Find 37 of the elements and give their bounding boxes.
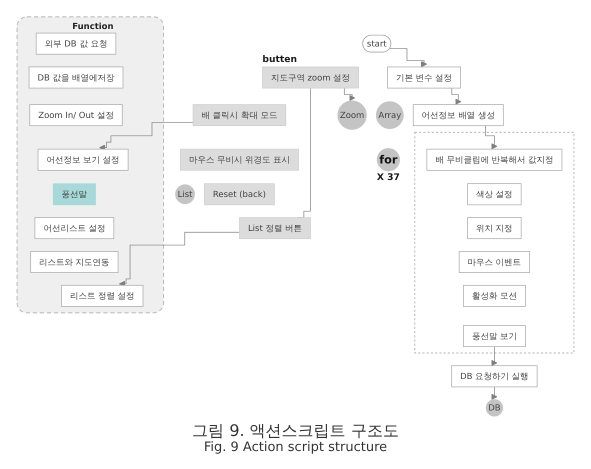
node-box: 어선정보 보기 설정 [38,148,128,171]
node-box: 풍선말 [52,183,96,206]
node-box: 배 클릭시 확대 모드 [192,104,286,126]
node-box: 풍선말 보기 [463,325,526,348]
group-heading: butten [262,54,297,64]
node-box: 리스트와 지도연동 [30,251,118,273]
node-box: Reset (back) [204,183,275,206]
node-circle: Zoom [337,100,367,130]
node-circle: DB [486,399,504,417]
node-circle: for [376,148,400,172]
cluster [414,132,574,354]
arrow [390,48,428,68]
node-box: 배 무비클립에 반복해서 값지정 [426,148,562,171]
arrow [491,386,498,400]
node-box: Zoom In/ Out 설정 [29,104,123,126]
arrow [118,232,240,287]
arrow [99,122,194,151]
node-box: List 정렬 버튼 [239,217,311,240]
node-box: 위치 지정 [467,217,522,240]
node-box: 리스트 정렬 설정 [61,284,144,307]
figure-caption: 그림 9. 액션스크립트 구조도 [191,421,400,440]
node-circle: List [175,184,195,204]
node-box: 활성화 모션 [463,284,526,307]
node-box: 어선리스트 설정 [34,217,114,240]
node-box: 마우스 이벤트 [458,251,530,273]
figure-caption: Fig. 9 Action script structure [202,440,388,456]
node-box: DB 값을 배열에저장 [28,66,124,88]
node-box: 외부 DB 값 요청 [36,32,116,55]
node-box: 색상 설정 [467,183,522,206]
node-box: 지도구역 zoom 설정 [262,66,359,88]
node-circle: Array [376,101,404,129]
node-box: 기본 변수 설정 [387,66,461,88]
node-box: DB 요청하기 실행 [451,365,538,388]
node-box: 어선정보 배열 생성 [412,104,504,126]
repeat-count: X 37 [376,172,400,182]
arrow [491,346,498,366]
node-box: 마우스 무비시 위경도 표시 [180,148,299,171]
